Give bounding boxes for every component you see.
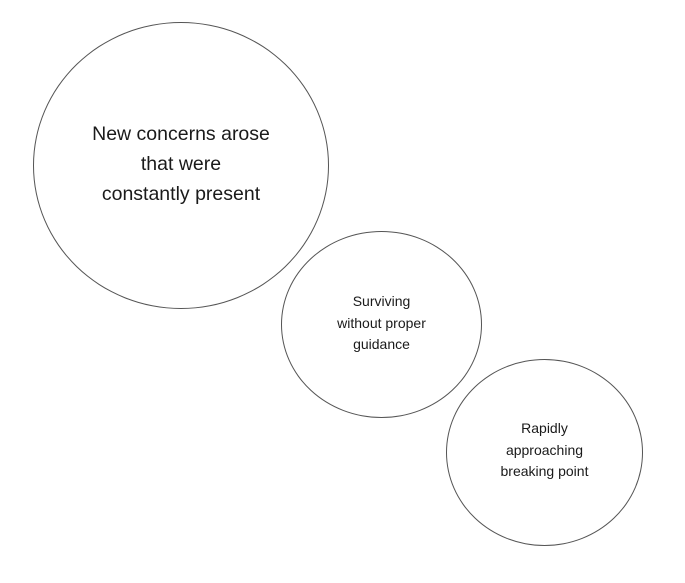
circle-label-new-concerns: New concerns arose that were constantly … [92, 122, 270, 205]
circle-breaking-point: Rapidly approaching breaking point [446, 359, 643, 546]
circle-new-concerns: New concerns arose that were constantly … [33, 22, 329, 309]
circle-surviving-without-guidance: Surviving without proper guidance [281, 231, 482, 418]
circle-label-breaking-point: Rapidly approaching breaking point [500, 420, 589, 480]
circle-label-surviving: Surviving without proper guidance [337, 293, 426, 353]
